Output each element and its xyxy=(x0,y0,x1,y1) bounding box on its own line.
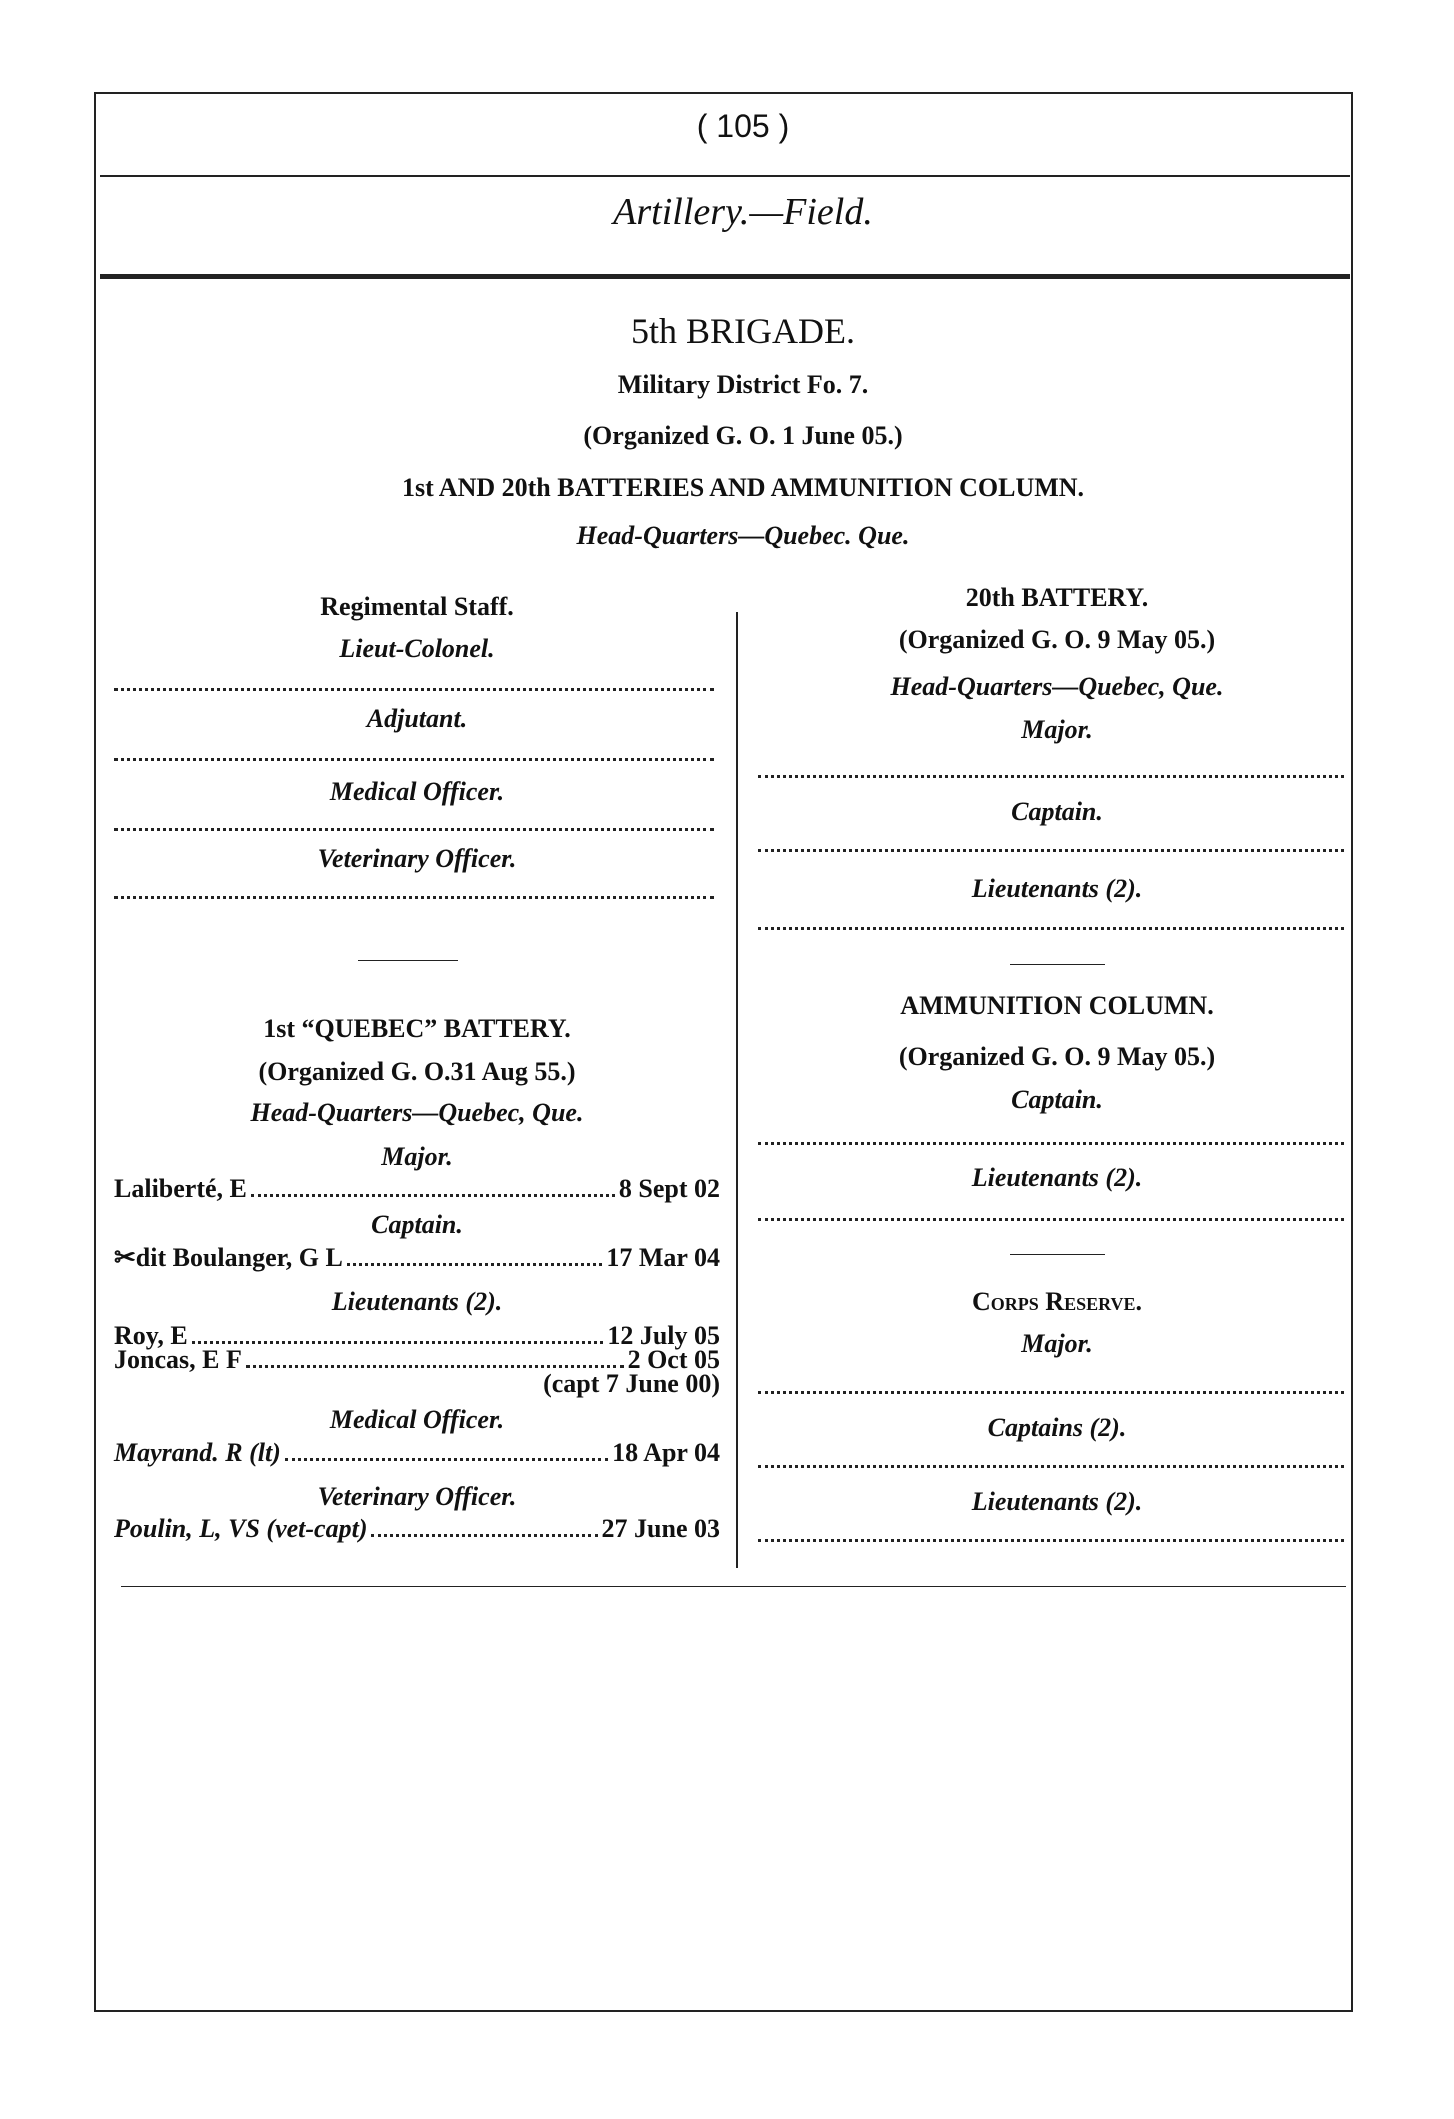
role-label: Captain. xyxy=(371,1210,463,1239)
officer-date: 12 July 05 xyxy=(607,1321,720,1350)
vacant-line xyxy=(114,828,714,831)
vacant-line xyxy=(114,688,714,691)
officer-entry: Roy, E 12 July 05 xyxy=(114,1321,720,1351)
column-divider xyxy=(736,612,738,1568)
quebec-organized: (Organized G. O.31 Aug 55.) xyxy=(258,1057,576,1086)
role-label: Major. xyxy=(1021,1329,1093,1358)
thick-rule xyxy=(100,274,1350,279)
quebec-hq: Head-Quarters—Quebec, Que. xyxy=(250,1098,584,1127)
quebec-battery-title: 1st “QUEBEC” BATTERY. xyxy=(263,1014,571,1043)
vacant-line xyxy=(758,1218,1344,1221)
battery-20-organized: (Organized G. O. 9 May 05.) xyxy=(898,625,1216,654)
role-label: Captains (2). xyxy=(987,1413,1127,1442)
officer-date: 18 Apr 04 xyxy=(612,1438,720,1467)
page-number: ( 105 ) xyxy=(696,108,790,144)
officer-entry: Poulin, L, VS (vet-capt) 27 June 03 xyxy=(114,1514,720,1544)
officer-name: Joncas, E F xyxy=(114,1345,242,1374)
vacant-line xyxy=(114,758,714,761)
role-label: Lieutenants (2). xyxy=(331,1287,503,1316)
officer-note: (capt 7 June 00) xyxy=(543,1369,720,1398)
vacant-line xyxy=(758,1465,1344,1468)
units-heading: 1st AND 20th BATTERIES AND AMMUNITION CO… xyxy=(401,473,1085,502)
officer-entry: ✂dit Boulanger, G L 17 Mar 04 xyxy=(114,1243,720,1273)
officer-entry: Laliberté, E 8 Sept 02 xyxy=(114,1174,720,1204)
officer-name: Mayrand. R (lt) xyxy=(114,1438,281,1467)
district: Military District Fo. 7. xyxy=(617,370,869,399)
role-label: Captain. xyxy=(1011,797,1103,826)
brigade-title: 5th BRIGADE. xyxy=(631,311,855,351)
vacant-line xyxy=(758,927,1344,930)
page-frame xyxy=(94,92,1353,2012)
header-rule xyxy=(100,175,1350,177)
battery-20-title: 20th BATTERY. xyxy=(965,583,1149,612)
role-label: Major. xyxy=(381,1142,453,1171)
officer-date: 2 Oct 05 xyxy=(627,1345,720,1374)
separator xyxy=(358,960,458,961)
role-label: Veterinary Officer. xyxy=(317,1482,517,1511)
vacant-line xyxy=(758,1142,1344,1145)
ammunition-column-title: AMMUNITION COLUMN. xyxy=(900,991,1214,1020)
section-title: Artillery.—Field. xyxy=(613,191,873,233)
battery-20-hq: Head-Quarters—Quebec, Que. xyxy=(890,672,1224,701)
separator xyxy=(1010,964,1105,965)
role-label: Major. xyxy=(1021,715,1093,744)
role-label: Adjutant. xyxy=(366,704,468,733)
bottom-rule xyxy=(121,1586,1346,1587)
role-label: Veterinary Officer. xyxy=(317,844,517,873)
officer-name: Poulin, L, VS (vet-capt) xyxy=(114,1514,368,1543)
regimental-staff-title: Regimental Staff. xyxy=(320,592,514,621)
role-label: Lieutenants (2). xyxy=(971,1487,1143,1516)
brigade-hq: Head-Quarters—Quebec. Que. xyxy=(576,521,910,550)
role-label: Medical Officer. xyxy=(329,777,505,806)
role-label: Medical Officer. xyxy=(329,1405,505,1434)
officer-entry: Joncas, E F 2 Oct 05 xyxy=(114,1345,720,1375)
role-label: Captain. xyxy=(1011,1085,1103,1114)
role-label: Lieutenants (2). xyxy=(971,1163,1143,1192)
officer-date: 8 Sept 02 xyxy=(618,1174,720,1203)
vacant-line xyxy=(758,1391,1344,1394)
role-label: Lieutenants (2). xyxy=(971,874,1143,903)
ammunition-organized: (Organized G. O. 9 May 05.) xyxy=(898,1042,1216,1071)
officer-name: Roy, E xyxy=(114,1321,188,1350)
officer-name: Laliberté, E xyxy=(114,1174,247,1203)
officer-name: ✂dit Boulanger, G L xyxy=(114,1243,343,1272)
officer-date: 17 Mar 04 xyxy=(606,1243,720,1272)
brigade-organized: (Organized G. O. 1 June 05.) xyxy=(583,421,903,450)
corps-reserve-title: Corps Reserve. xyxy=(972,1287,1142,1316)
vacant-line xyxy=(758,849,1344,852)
officer-entry: Mayrand. R (lt) 18 Apr 04 xyxy=(114,1438,720,1468)
role-label: Lieut-Colonel. xyxy=(339,634,495,663)
vacant-line xyxy=(758,1539,1344,1542)
vacant-line xyxy=(114,896,714,899)
separator xyxy=(1010,1254,1105,1255)
officer-date: 27 June 03 xyxy=(601,1514,720,1543)
vacant-line xyxy=(758,775,1344,778)
